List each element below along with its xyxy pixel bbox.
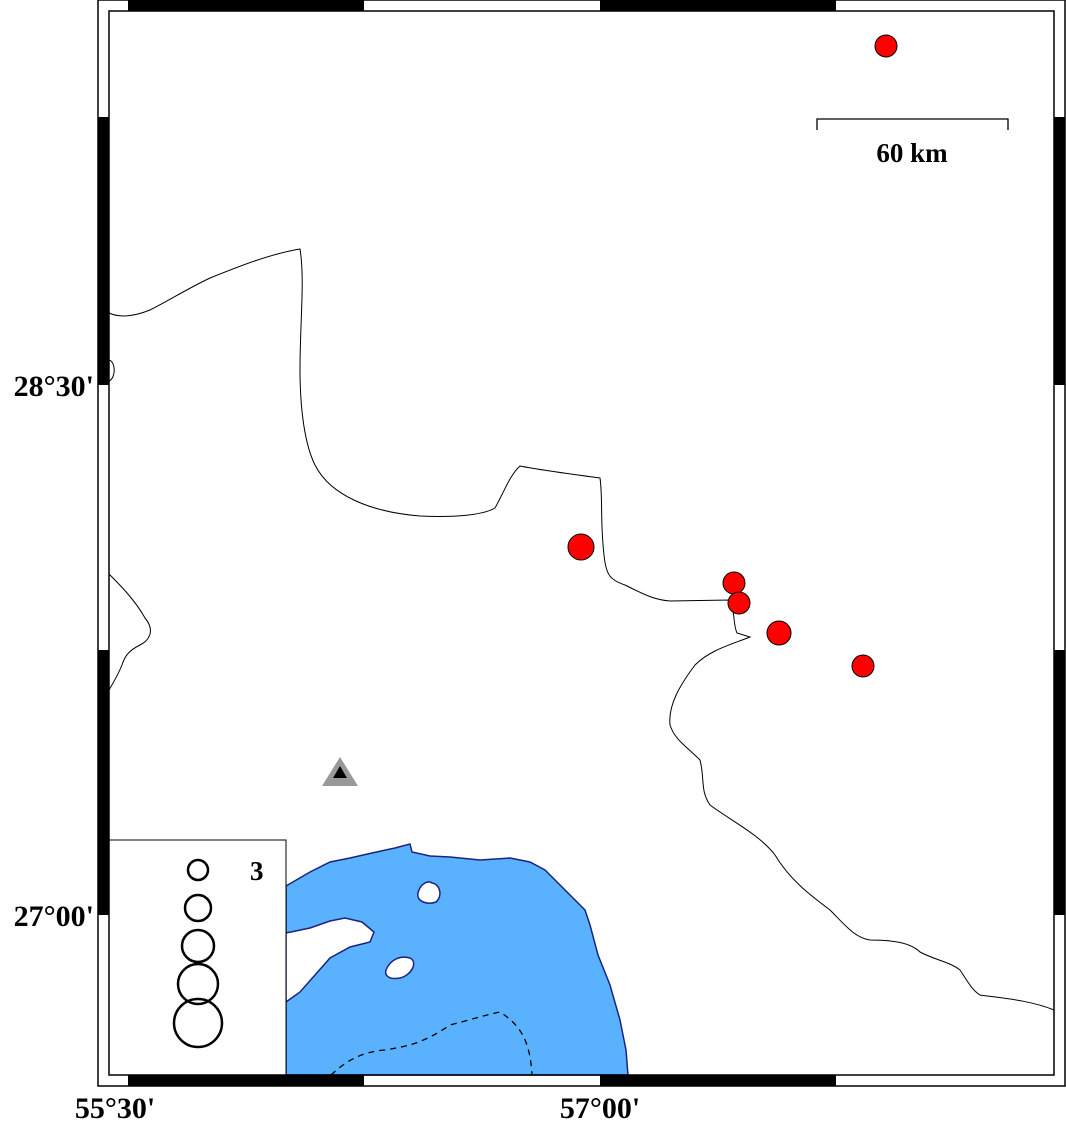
border-line	[108, 573, 151, 691]
border-line	[108, 248, 1055, 1011]
map-frame	[97, 0, 1066, 1087]
earthquake-event[interactable]	[766, 620, 792, 646]
earthquake-event[interactable]	[567, 533, 595, 561]
scale-bar-label: 60 km	[876, 138, 948, 168]
y-axis-label: 28°30'	[14, 370, 94, 403]
earthquake-event[interactable]	[727, 591, 751, 615]
y-axis-label: 27°00'	[14, 900, 94, 933]
scale-bar	[816, 118, 1009, 130]
legend-label: 3	[250, 856, 264, 886]
border-line	[108, 359, 115, 382]
earthquake-event[interactable]	[874, 34, 898, 58]
island	[384, 956, 415, 980]
legend-circle	[180, 928, 216, 964]
sea-area	[285, 843, 629, 1076]
earthquake-event[interactable]	[722, 571, 746, 595]
x-axis-label: 57°00'	[560, 1092, 640, 1125]
island	[417, 881, 441, 904]
legend-circle	[186, 858, 210, 882]
legend-circle	[172, 997, 224, 1049]
x-axis-label: 55°30'	[75, 1092, 155, 1125]
earthquake-event[interactable]	[851, 654, 875, 678]
station-inner-triangle-icon	[333, 766, 347, 778]
legend-circle	[176, 962, 220, 1006]
legend-circle	[183, 893, 213, 923]
peninsula	[285, 917, 375, 1004]
